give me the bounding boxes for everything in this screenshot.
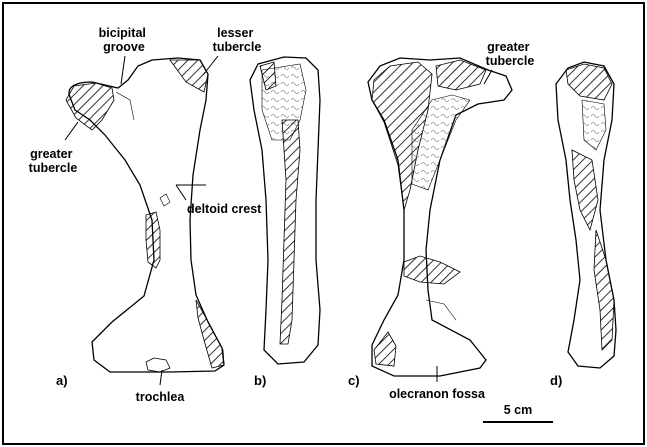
panel-label-b: b) <box>254 373 266 388</box>
figure-border <box>3 3 644 444</box>
label-olecranon-fossa: olecranon fossa <box>389 387 486 401</box>
label-lesser-tubercle: lesser tubercle <box>213 26 262 54</box>
panel-label-d: d) <box>550 373 562 388</box>
scale-bar-label: 5 cm <box>504 403 533 417</box>
label-trochlea: trochlea <box>136 390 186 404</box>
label-bicipital-groove: bicipital groove <box>99 26 150 54</box>
bone-a-hatch-shaft <box>146 212 160 268</box>
label-deltoid-crest: deltoid crest <box>187 202 262 216</box>
label-greater-tubercle-c: greater tubercle <box>486 40 535 68</box>
panel-label-a: a) <box>56 373 68 388</box>
panel-label-c: c) <box>348 373 360 388</box>
label-greater-tubercle-a: greater tubercle <box>29 147 78 175</box>
